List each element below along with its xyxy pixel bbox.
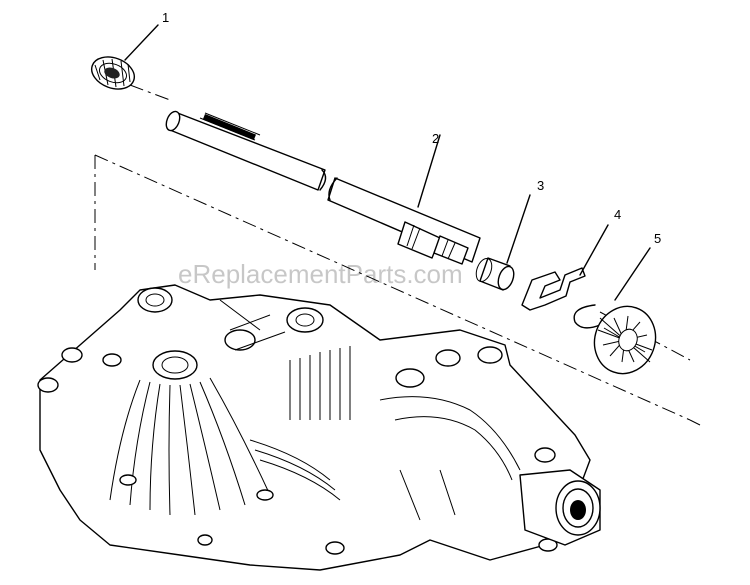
- callout-4: 4: [614, 207, 621, 222]
- bushing-part: [475, 194, 531, 291]
- axle-shaft-part: [165, 110, 481, 265]
- callout-leaders: [124, 24, 159, 61]
- bearing-part: [90, 56, 136, 90]
- bevel-gear-part: [593, 305, 657, 375]
- clip-part: [521, 224, 609, 311]
- assembly-guide-lines: [94, 84, 701, 426]
- watermark-text: eReplacementParts.com: [178, 259, 463, 289]
- callout-3: 3: [537, 178, 544, 193]
- callout-5: 5: [654, 231, 661, 246]
- callout-2: 2: [432, 131, 439, 146]
- retaining-ring-part: [573, 247, 651, 329]
- callout-1: 1: [162, 10, 169, 25]
- transaxle-housing: [37, 284, 601, 571]
